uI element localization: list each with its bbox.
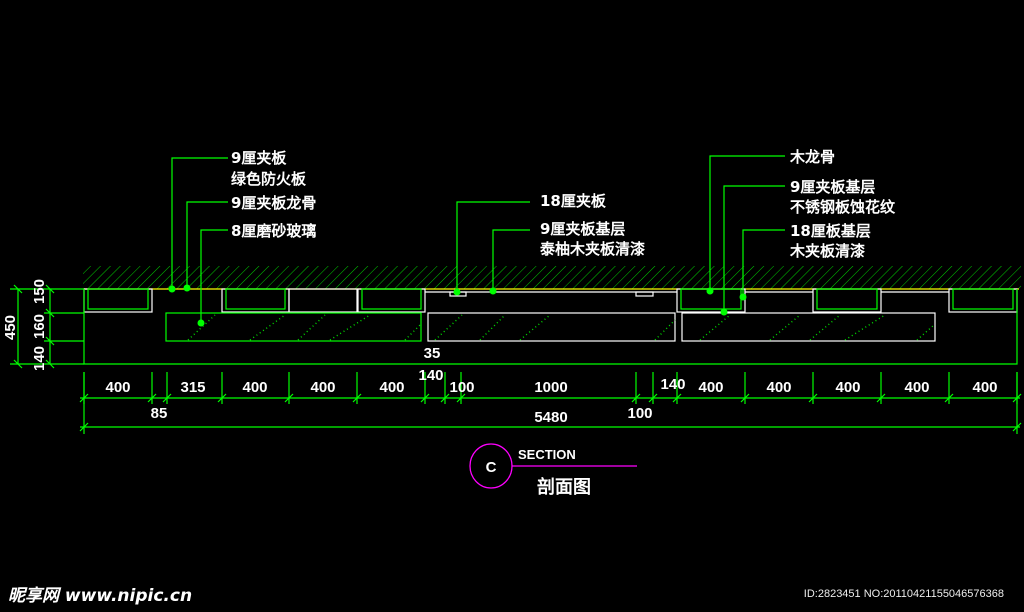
top-panels [83,288,1018,313]
label-plywood-base-right: 9厘夹板基层 [790,178,875,196]
section-marker: C SECTION 剖面图 [469,443,637,498]
label-green-fireproof-board: 绿色防火板 [231,170,307,188]
label-wood-keel: 木龙骨 [789,148,835,166]
dim-horizontal-label: 140 [660,376,685,393]
dimension-tick [217,393,227,403]
concrete-slab-hatch [83,266,1021,289]
dim-horizontal-label: 400 [242,379,267,396]
dim-gap-35: 35 [424,345,441,362]
watermark-site: 昵享网 www.nipic.cn [8,586,193,606]
dimension-tick [944,393,954,403]
dimension-tick [147,393,157,403]
dimension-tick [1012,393,1022,403]
dimension-tick [352,393,362,403]
section-letter: C [486,459,497,476]
dim-horizontal-label: 1000 [534,379,567,396]
dim-bottom-height: 140 [31,346,48,371]
frosted-glass-panels [165,312,936,342]
leaders [171,155,785,323]
label-18mm-base: 18厘板基层 [790,222,871,240]
dim-horizontal-label: 400 [379,379,404,396]
dimension-tick [420,393,430,403]
dimension-tick [79,393,89,403]
dim-horizontal-label: 400 [835,379,860,396]
label-frosted-glass: 8厘磨砂玻璃 [231,222,316,240]
label-plywood-base: 9厘夹板基层 [540,220,625,238]
label-stainless-etched: 不锈钢板蚀花纹 [790,198,896,216]
dim-85: 85 [151,405,168,422]
dimension-tick [631,393,641,403]
dim-top-height: 150 [31,279,48,304]
dim-horizontal-label: 315 [180,379,205,396]
section-subtitle: 剖面图 [537,476,591,498]
dim-horizontal-label: 400 [766,379,791,396]
dimension-tick [672,393,682,403]
dimension-tick [740,393,750,403]
dimension-tick [456,393,466,403]
dim-horizontal-label: 400 [698,379,723,396]
horizontal-dimension-lines [79,372,1022,434]
dimension-tick [808,393,818,403]
leader-dots [168,284,747,327]
dim-horizontal-label: 400 [105,379,130,396]
dim-total-height: 450 [2,315,19,340]
dim-horizontal-label: 400 [310,379,335,396]
label-plywood-keel: 9厘夹板龙骨 [231,194,316,212]
dimension-tick [440,393,450,403]
label-wood-veneer-varnish: 木夹板清漆 [789,242,865,260]
dim-horizontal-label: 100 [449,379,474,396]
dim-100-lower: 100 [627,405,652,422]
dimension-tick [876,393,886,403]
label-18mm-plywood: 18厘夹板 [540,192,607,210]
dim-total-width: 5480 [534,409,567,426]
dim-horizontal-label: 400 [904,379,929,396]
dimension-tick [648,393,658,403]
vertical-dimension-lines [10,284,84,369]
section-title: SECTION [518,447,576,462]
cabinet-outline [83,289,1018,365]
dimension-tick [162,393,172,403]
watermark-id: ID:2823451 NO:20110421155046576368 [803,588,1004,600]
label-9mm-plywood: 9厘夹板 [231,149,287,167]
dim-horizontal-label: 140 [418,367,443,384]
dimension-tick [284,393,294,403]
dim-middle-height: 160 [31,314,48,339]
dim-horizontal-label: 400 [972,379,997,396]
label-teak-veneer: 泰柚木夹板清漆 [539,240,645,258]
